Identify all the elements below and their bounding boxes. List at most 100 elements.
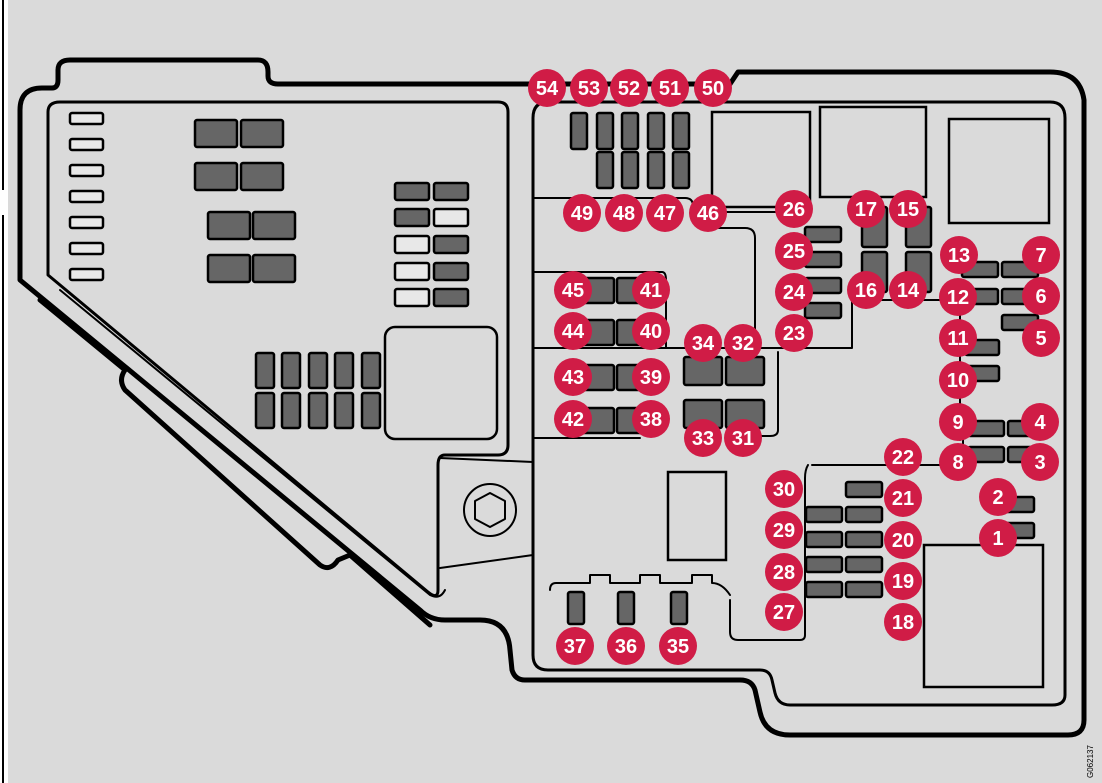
fuse-badge-12: 12: [939, 278, 977, 316]
fuse-badge-31: 31: [724, 419, 762, 457]
badge-circle: [1022, 277, 1060, 315]
badge-circle: [610, 69, 648, 107]
fuse-badge-44: 44: [554, 312, 592, 350]
badge-circle: [659, 627, 697, 665]
fuse-badge-29: 29: [765, 511, 803, 549]
badge-label: 21: [892, 488, 914, 510]
fuse-badge-23: 23: [775, 314, 813, 352]
fuse-badge-38: 38: [632, 400, 670, 438]
badge-circle: [939, 319, 977, 357]
left-maxi-fuses: [193, 118, 297, 284]
badge-circle: [939, 403, 977, 441]
badge-circle: [1022, 236, 1060, 274]
badge-label: 18: [892, 612, 914, 634]
right-panel-outline: [531, 100, 1067, 707]
badge-label: 46: [697, 203, 719, 225]
badge-label: 54: [536, 78, 559, 100]
badge-label: 24: [783, 282, 806, 304]
image-code: G062137: [1086, 745, 1095, 778]
fuses-35-37: [566, 590, 689, 626]
inner-diagonal-edge: [59, 289, 446, 598]
badge-label: 32: [732, 333, 754, 355]
fuse-badge-13: 13: [940, 236, 978, 274]
badge-label: 3: [1034, 452, 1045, 474]
badge-label: 27: [773, 602, 795, 624]
badge-label: 51: [659, 78, 681, 100]
badge-circle: [632, 312, 670, 350]
badge-circle: [775, 190, 813, 228]
badge-circle: [684, 324, 722, 362]
left-border-strip: [0, 0, 8, 783]
badge-circle: [632, 271, 670, 309]
badge-circle: [632, 400, 670, 438]
fuse-badge-47: 47: [646, 194, 684, 232]
fuse-badge-15: 15: [889, 190, 927, 228]
badge-label: 7: [1035, 245, 1046, 267]
badge-label: 37: [564, 636, 586, 658]
fuse-badge-16: 16: [847, 271, 885, 309]
fuse-badge-40: 40: [632, 312, 670, 350]
fuse-badge-43: 43: [554, 358, 592, 396]
fuse-badge-19: 19: [884, 562, 922, 600]
fuse-badge-11: 11: [939, 319, 977, 357]
badge-circle: [889, 190, 927, 228]
badge-label: 17: [855, 199, 877, 221]
badge-circle: [979, 519, 1017, 557]
fuse-badge-34: 34: [684, 324, 722, 362]
badge-circle: [607, 627, 645, 665]
fuse-badge-2: 2: [979, 478, 1017, 516]
badge-circle: [775, 314, 813, 352]
badge-circle: [684, 419, 722, 457]
relay-box-5: [922, 543, 1045, 689]
badge-circle: [847, 271, 885, 309]
fuse-badge-50: 50: [694, 69, 732, 107]
fuse-badge-51: 51: [651, 69, 689, 107]
fuse-badge-7: 7: [1022, 236, 1060, 274]
badge-label: 39: [640, 367, 662, 389]
left-slot-column: [68, 111, 105, 282]
badge-circle: [765, 553, 803, 591]
badge-circle: [563, 194, 601, 232]
badge-circle: [765, 593, 803, 631]
fuse-badge-8: 8: [939, 443, 977, 481]
fuse-badge-35: 35: [659, 627, 697, 665]
badge-label: 52: [618, 78, 640, 100]
fuse-badge-14: 14: [889, 271, 927, 309]
badge-circle: [1022, 319, 1060, 357]
badge-circle: [694, 69, 732, 107]
badge-label: 12: [947, 287, 969, 309]
badge-label: 22: [892, 447, 914, 469]
badge-circle: [528, 69, 566, 107]
fuse-badge-9: 9: [939, 403, 977, 441]
badge-circle: [884, 562, 922, 600]
fuse-number-badges: 1234567891011121314151617181920212223242…: [528, 69, 1060, 665]
fuse-badge-21: 21: [884, 479, 922, 517]
badge-label: 14: [897, 280, 920, 302]
badge-circle: [554, 312, 592, 350]
badge-label: 29: [773, 520, 795, 542]
top-vertical-fuses: [569, 111, 691, 190]
fuse-badge-39: 39: [632, 358, 670, 396]
fuse-badge-45: 45: [554, 271, 592, 309]
left-relay-box: [383, 325, 499, 441]
badge-label: 47: [654, 203, 676, 225]
fuse-badge-10: 10: [939, 361, 977, 399]
badge-label: 42: [562, 409, 584, 431]
badge-circle: [939, 361, 977, 399]
badge-circle: [570, 69, 608, 107]
badge-circle: [979, 478, 1017, 516]
fuse-badge-24: 24: [775, 273, 813, 311]
badge-circle: [554, 271, 592, 309]
fuse-badge-49: 49: [563, 194, 601, 232]
badge-circle: [689, 194, 727, 232]
badge-circle: [884, 521, 922, 559]
badge-circle: [724, 324, 762, 362]
fuse-badge-25: 25: [775, 232, 813, 270]
badge-label: 1: [992, 528, 1003, 550]
badge-label: 48: [613, 203, 635, 225]
badge-circle: [765, 470, 803, 508]
badge-circle: [632, 358, 670, 396]
badge-label: 30: [773, 479, 795, 501]
badge-circle: [889, 271, 927, 309]
badge-circle: [884, 438, 922, 476]
